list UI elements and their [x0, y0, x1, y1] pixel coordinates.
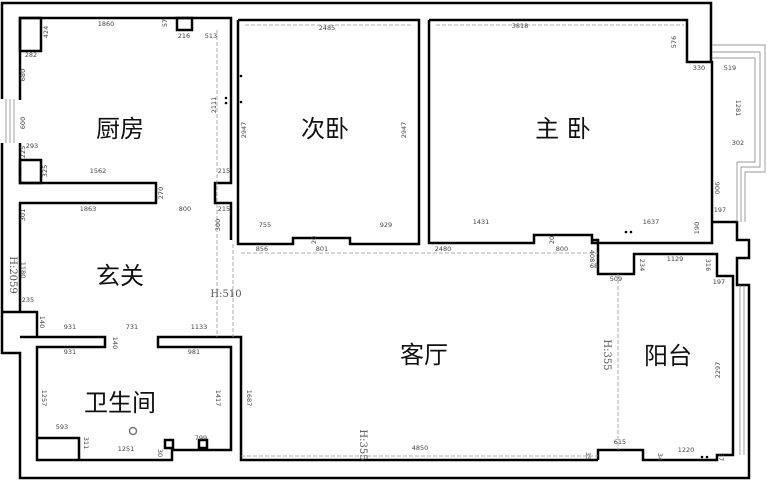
dimension-label: 799: [195, 434, 207, 442]
room-label-living-room: 客厅: [400, 341, 448, 369]
dimension-label: 301: [19, 209, 27, 221]
dimension-label: 509: [610, 275, 622, 283]
dimension-label: 302: [732, 139, 744, 147]
dimension-label: 408: [588, 250, 596, 262]
dimension-label: 900: [713, 182, 721, 194]
dimension-label: 35: [584, 452, 592, 460]
dimension-label: 2111: [210, 97, 218, 114]
dimension-label: 270: [157, 187, 165, 199]
dimension-label: 140: [38, 316, 46, 328]
dimension-label: 316: [704, 259, 712, 271]
dimension-label: 2485: [319, 24, 336, 32]
floor-drain-icon: [128, 426, 138, 436]
dimension-label: 215: [218, 205, 230, 213]
inner-walls: [2, 16, 735, 462]
dimension-label: 20: [548, 236, 556, 244]
dimension-label: 215: [218, 167, 230, 175]
dimension-label: 311: [82, 437, 90, 449]
dimension-label: 1431: [473, 218, 490, 226]
dimension-label: 140: [111, 337, 119, 349]
dimension-label: 234: [638, 259, 646, 271]
dimension-label: 190: [693, 222, 701, 234]
dimension-label: 680: [19, 69, 27, 81]
dimension-label: 2947: [400, 122, 408, 139]
dimension-label: 30: [156, 449, 164, 457]
dimension-label: 1637: [643, 218, 660, 226]
dimension-label: 197: [713, 278, 725, 286]
height-label: H:355: [357, 429, 368, 460]
dimension-label: 981: [188, 348, 200, 356]
dimension-label: 856: [256, 245, 268, 253]
dimension-label: 225: [19, 146, 27, 158]
dimension-label: 513: [205, 32, 217, 40]
room-label-master-bedroom: 主 卧: [535, 115, 591, 143]
dimension-label: 300: [214, 219, 222, 231]
dimension-label: 293: [26, 142, 38, 150]
room-label-kitchen: 厨房: [96, 115, 144, 143]
dimension-label: 1133: [191, 323, 208, 331]
dimension-label: 1251: [118, 445, 135, 453]
dimension-label: 1220: [678, 446, 695, 454]
dimension-label: 931: [64, 348, 76, 356]
dimension-label: 1281: [734, 100, 742, 117]
dimension-label: 57: [161, 19, 169, 27]
height-label: H:2059: [7, 256, 18, 294]
dimension-label: 1860: [98, 20, 115, 28]
dimension-label: 929: [380, 221, 392, 229]
dimension-label: 600: [19, 117, 27, 129]
dimension-label: 731: [126, 323, 138, 331]
dimension-label: 1180: [19, 262, 27, 279]
dimension-label: 2480: [435, 245, 452, 253]
dimension-label: 755: [259, 221, 271, 229]
room-label-bathroom: 卫生间: [84, 389, 156, 417]
dimension-label: 424: [42, 26, 50, 38]
height-label: H:510: [210, 289, 241, 300]
room-label-balcony: 阳台: [644, 342, 692, 370]
dimension-label: 68: [590, 262, 598, 270]
dimension-label: 282: [25, 51, 37, 59]
dimension-label: 931: [64, 323, 76, 331]
dimension-label: 615: [614, 438, 626, 446]
dimension-label: 593: [56, 423, 68, 431]
dimension-label: 3818: [512, 22, 529, 30]
dimension-label: 1863: [80, 205, 97, 213]
dimension-label: 1687: [245, 390, 253, 407]
room-label-second-bedroom: 次卧: [301, 115, 349, 143]
height-label: H:355: [601, 339, 612, 370]
dimension-label: 57: [717, 453, 725, 461]
dimension-label: 330: [693, 64, 705, 72]
dimension-label: 1129: [667, 255, 684, 263]
dimension-label: 197: [714, 206, 726, 214]
dimension-labels: 1860 424 216 513 57 282 680 600 293 225 …: [19, 19, 744, 461]
dimension-label: 1417: [214, 390, 222, 407]
dimension-label: 576: [670, 36, 678, 48]
dimension-label: 519: [724, 64, 736, 72]
dimension-label: 801: [316, 245, 328, 253]
dimension-label: 2297: [714, 362, 722, 379]
dimension-label: 235: [22, 296, 34, 304]
dimension-label: 325: [41, 165, 49, 177]
dimension-label: 1562: [90, 167, 107, 175]
dimension-label: 2947: [240, 122, 248, 139]
dimension-label: 800: [179, 205, 191, 213]
socket-dots: [224, 74, 709, 459]
dimension-label: 1257: [40, 390, 48, 407]
dimension-label: 20: [310, 236, 318, 244]
dimension-label: 800: [556, 245, 568, 253]
dimension-label: 4850: [412, 444, 429, 452]
dimension-label: 216: [178, 32, 190, 40]
dimension-label: 34: [656, 453, 664, 461]
room-label-entrance: 玄关: [96, 262, 144, 290]
